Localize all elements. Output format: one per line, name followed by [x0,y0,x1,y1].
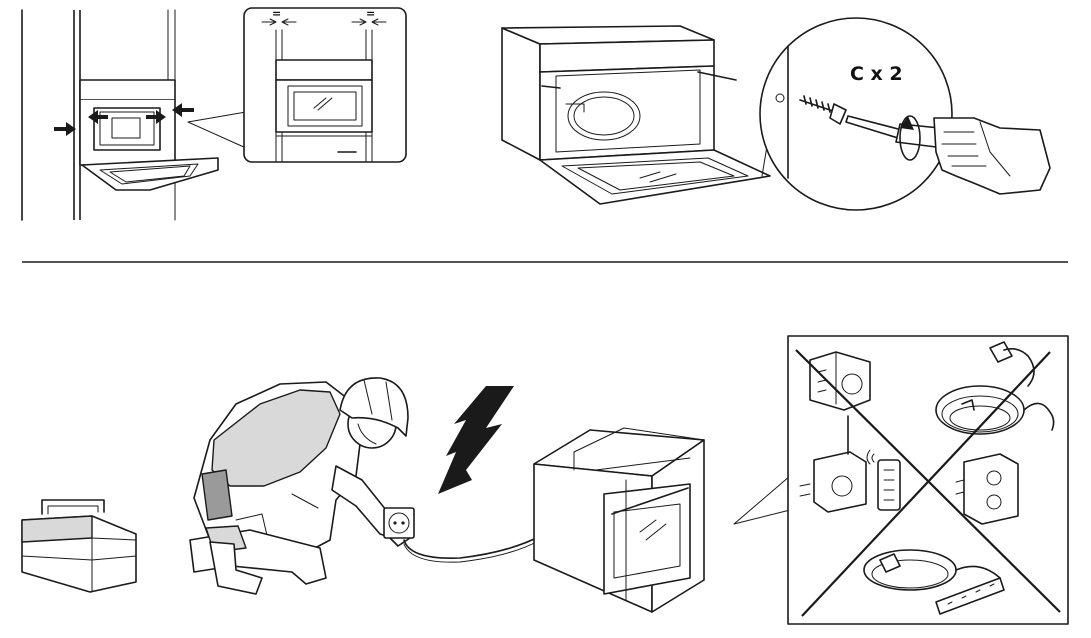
electrician-figure [189,377,411,595]
power-strip-icon [863,549,1005,615]
built-in-oven-icon [533,427,705,613]
wall-socket-icon [383,507,415,539]
double-adapter-icon [955,453,1019,525]
wireless-socket-icon [799,415,867,513]
rotation-arrow-icon [900,116,914,130]
equal-mark-right: = [366,7,375,20]
screw-count-label: C x 2 [850,63,903,85]
lightning-bolt-icon [438,386,514,494]
socket-adapter-icon [809,351,871,411]
power-cable [403,535,541,559]
hand-icon [933,117,1051,195]
toolbox-icon [21,499,137,593]
forbidden-adapters-box [787,335,1069,625]
helmet-icon [339,377,409,437]
cabinet-insertion-panel [21,9,247,221]
forbidden-cross-line [801,351,1051,617]
electrical-connection-panel [21,377,791,613]
push-arrow-icon [146,110,166,124]
extension-cord-icon [935,341,1055,435]
push-arrow-icon [88,110,108,124]
spacing-detail-box: = = [243,7,407,163]
screw-fixing-panel: C x 2 [501,17,1051,211]
screw-icon [799,95,837,113]
push-arrow-icon [172,103,194,117]
remote-control-icon [866,449,901,511]
push-arrow-icon [54,122,76,136]
equal-mark-left: = [272,7,281,20]
